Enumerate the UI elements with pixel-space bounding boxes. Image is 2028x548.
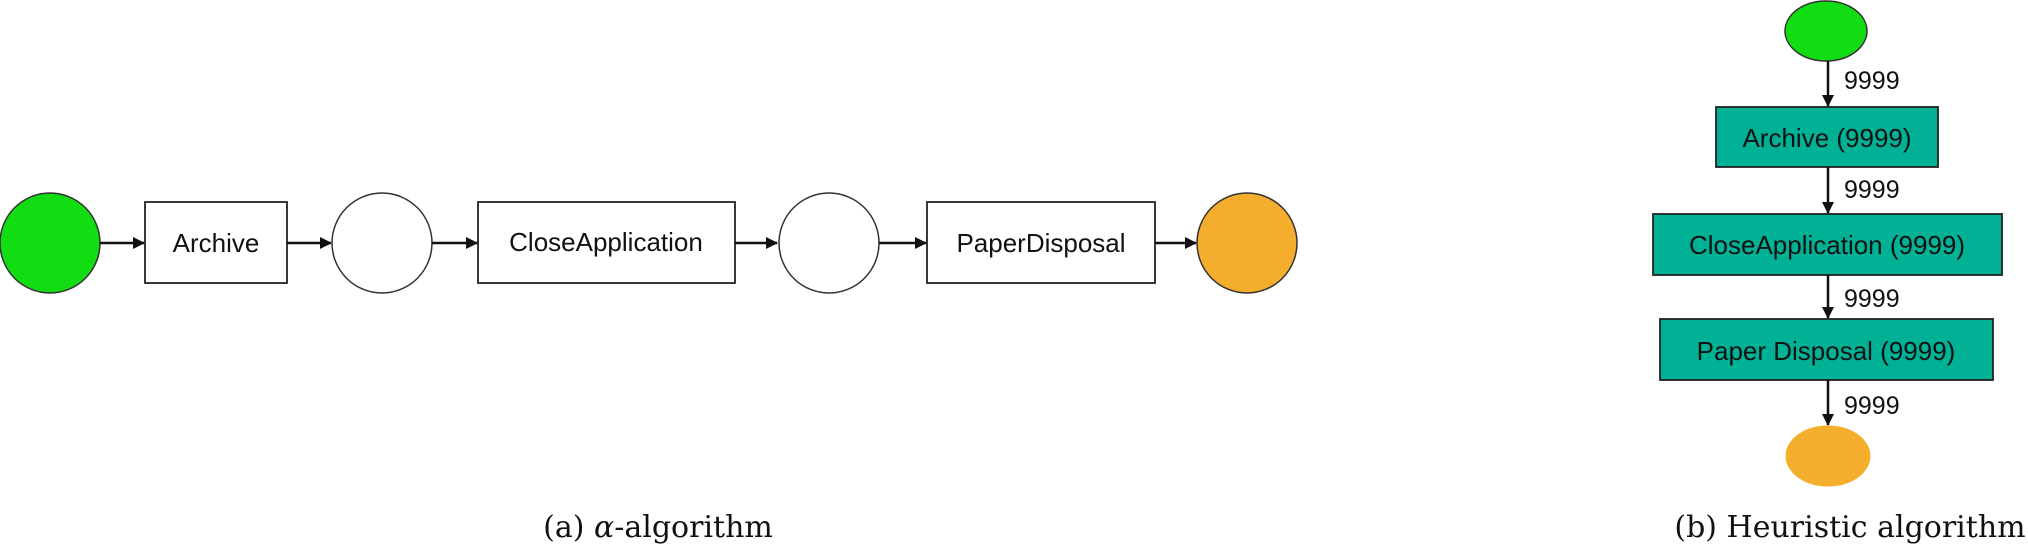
heuristic-edge-2-label: 9999: [1844, 176, 1900, 204]
alpha-algorithm-petri-net: Archive CloseApplication PaperDisposal (…: [0, 192, 1298, 545]
heuristic-end-node: [1785, 425, 1871, 487]
heuristic-activity-archive: [1715, 106, 1939, 168]
heuristic-edge-3-label: 9999: [1844, 285, 1900, 313]
place-1: [331, 192, 433, 294]
caption-a: (a) α-algorithm: [543, 510, 773, 545]
transition-archive-label: Archive: [173, 228, 260, 258]
heuristic-activity-paperdisposal: [1659, 318, 1994, 381]
transition-paperdisposal-label: PaperDisposal: [956, 228, 1125, 258]
caption-b: (b) Heuristic algorithm: [1674, 510, 2025, 545]
heuristic-start-node: [1784, 0, 1868, 62]
heuristic-activity-closeapplication: [1652, 213, 2003, 276]
transition-paperdisposal: [926, 201, 1156, 284]
heuristic-algorithm-net: 9999 Archive (9999) 9999 CloseApplicatio…: [1652, 0, 2026, 545]
place-2: [778, 192, 880, 294]
caption-a-alpha: α: [594, 510, 614, 545]
heuristic-edge-4-label: 9999: [1844, 392, 1900, 420]
transition-closeapplication: [477, 201, 736, 284]
end-place: [1196, 192, 1298, 294]
heuristic-activity-archive-label: Archive (9999): [1742, 123, 1911, 153]
transition-closeapplication-label: CloseApplication: [509, 227, 703, 257]
caption-a-prefix: (a): [543, 510, 594, 545]
heuristic-activity-paperdisposal-label: Paper Disposal (9999): [1697, 336, 1956, 366]
heuristic-edge-1-label: 9999: [1844, 67, 1900, 95]
caption-a-suffix: -algorithm: [614, 510, 773, 545]
heuristic-activity-closeapplication-label: CloseApplication (9999): [1689, 230, 1965, 260]
start-place: [0, 192, 101, 294]
